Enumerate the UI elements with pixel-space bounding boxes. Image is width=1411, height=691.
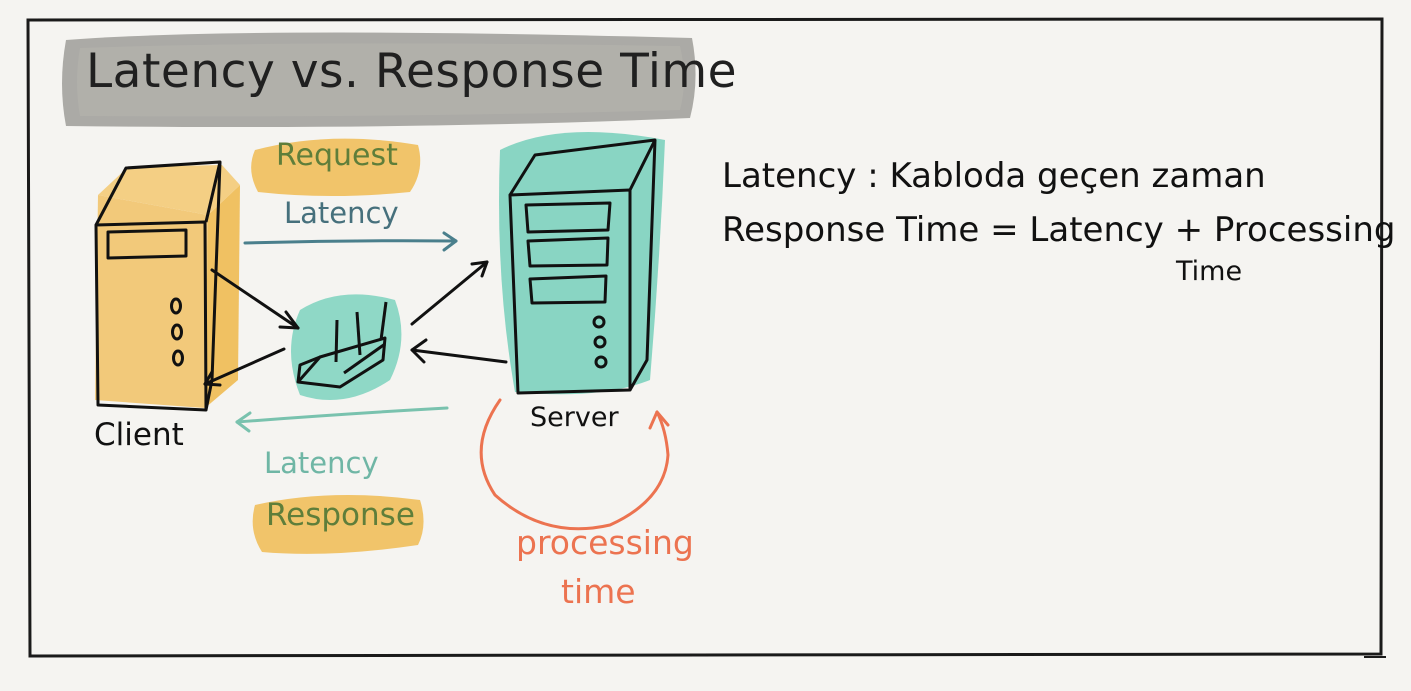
definition-response-time: Response Time = Latency + Processing: [722, 210, 1396, 250]
label-request: Request: [276, 138, 398, 173]
definition-response-time-cont: Time: [1176, 256, 1243, 287]
processing-loop-arrow: [479, 398, 670, 531]
label-request-latency: Latency: [284, 196, 399, 230]
arrow-router-to-server: [410, 260, 489, 326]
network-arrows: [203, 260, 508, 387]
router-device: [291, 294, 402, 400]
label-processing-time: time: [561, 572, 636, 611]
client-machine: [94, 160, 240, 412]
label-server: Server: [530, 402, 619, 433]
label-client: Client: [94, 417, 184, 453]
label-response-latency: Latency: [264, 446, 379, 480]
request-latency-arrow: [243, 231, 458, 252]
label-processing: processing: [516, 523, 694, 562]
request-highlight: [251, 138, 421, 196]
diagram-title: Latency vs. Response Time: [86, 44, 738, 99]
label-response: Response: [266, 497, 415, 533]
title-highlight: [62, 32, 696, 127]
arrow-router-to-client: [203, 347, 286, 386]
frame-border: [26, 17, 1386, 658]
arrow-server-to-router: [410, 348, 508, 364]
response-highlight: [252, 495, 424, 554]
arrow-client-to-router: [210, 268, 300, 330]
response-latency-arrow: [235, 406, 449, 433]
server-machine: [499, 132, 665, 395]
definition-latency: Latency : Kabloda geçen zaman: [722, 156, 1266, 196]
